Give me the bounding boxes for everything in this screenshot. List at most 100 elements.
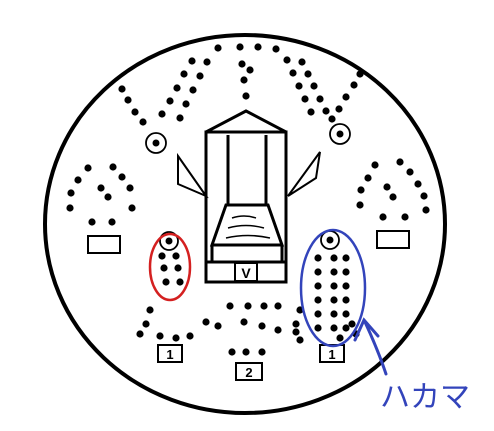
seat-dot bbox=[283, 56, 291, 64]
seat-dot bbox=[176, 114, 184, 122]
seat-dot bbox=[356, 201, 364, 209]
seat-dot bbox=[139, 118, 147, 126]
seat-dot bbox=[342, 282, 350, 290]
seat-dot bbox=[226, 302, 234, 310]
seat-dot bbox=[330, 324, 338, 332]
shrine-body bbox=[204, 130, 288, 284]
center-marker-box bbox=[235, 362, 263, 381]
seat-dot bbox=[274, 326, 282, 334]
seat-dot bbox=[258, 322, 266, 330]
seat-dot bbox=[136, 330, 144, 338]
seat-dot bbox=[109, 163, 117, 171]
seat-dot bbox=[146, 306, 154, 314]
seat-dot bbox=[196, 72, 204, 80]
central-shrine bbox=[204, 109, 288, 284]
seat-dot bbox=[186, 332, 194, 340]
seat-dot bbox=[357, 186, 365, 194]
center-marker-label: 2 bbox=[245, 365, 252, 380]
seat-dot bbox=[420, 192, 428, 200]
seat-dot bbox=[203, 58, 211, 66]
seat-dot bbox=[342, 268, 350, 276]
seat-dot bbox=[246, 66, 254, 74]
seat-dot bbox=[310, 82, 318, 90]
seat-dot bbox=[401, 213, 409, 221]
seat-dot bbox=[74, 176, 82, 184]
seat-dot bbox=[342, 324, 350, 332]
seat-dot bbox=[389, 193, 397, 201]
seat-dot bbox=[260, 302, 268, 310]
seat-dot bbox=[66, 204, 74, 212]
seat-dot bbox=[330, 310, 338, 318]
seat-dot bbox=[314, 310, 322, 318]
seat-dot bbox=[414, 180, 422, 188]
seat-dot bbox=[214, 44, 222, 52]
seat-dot bbox=[342, 296, 350, 304]
right-wing bbox=[287, 151, 321, 197]
seat-dot bbox=[296, 336, 304, 344]
seat-dot bbox=[189, 86, 197, 94]
seat-dot bbox=[118, 173, 126, 181]
seat-dot bbox=[97, 184, 105, 192]
left-marker-label: 1 bbox=[166, 347, 173, 362]
outer-circle bbox=[43, 33, 447, 415]
seat-dot bbox=[348, 320, 356, 328]
seat-dot bbox=[307, 108, 315, 116]
seat-dot bbox=[162, 278, 170, 286]
seat-dot bbox=[330, 254, 338, 262]
seat-dot bbox=[314, 296, 322, 304]
seat-dot bbox=[406, 168, 414, 176]
seat-dot bbox=[364, 174, 372, 182]
seat-dot bbox=[330, 296, 338, 304]
seat-dot bbox=[295, 82, 303, 90]
seat-dot bbox=[258, 348, 266, 356]
seat-dot bbox=[335, 105, 343, 113]
seat-dot bbox=[356, 70, 364, 78]
seat-dot bbox=[228, 348, 236, 356]
seat-dot bbox=[274, 302, 282, 310]
seat-dot bbox=[289, 69, 297, 77]
seat-dot bbox=[292, 328, 300, 336]
seat-dot bbox=[383, 183, 391, 191]
center-box-label: V bbox=[241, 265, 251, 281]
seat-dot bbox=[176, 278, 184, 286]
seat-dot bbox=[236, 43, 244, 51]
ringed-markers bbox=[145, 123, 351, 251]
seat-dot bbox=[214, 322, 222, 330]
seat-dot bbox=[67, 189, 75, 197]
seat-dot bbox=[316, 95, 324, 103]
seat-dot bbox=[314, 282, 322, 290]
seat-dot bbox=[160, 264, 168, 272]
annotation-text: ハカマ bbox=[380, 380, 470, 415]
shrine-roof bbox=[205, 109, 287, 134]
seat-dot bbox=[118, 85, 126, 93]
seat-dot bbox=[180, 70, 188, 78]
seat-dot bbox=[172, 334, 180, 342]
seat-dot bbox=[244, 302, 252, 310]
seat-dot bbox=[328, 115, 336, 123]
seat-dot bbox=[242, 348, 250, 356]
seat-dot bbox=[84, 164, 92, 172]
water-lines bbox=[225, 215, 271, 239]
seat-dot bbox=[314, 268, 322, 276]
seat-dot bbox=[342, 254, 350, 262]
seat-dot bbox=[301, 95, 309, 103]
annotation-arrow bbox=[353, 317, 388, 376]
seat-dot bbox=[131, 108, 139, 116]
seat-dot bbox=[142, 320, 150, 328]
left-wing bbox=[177, 152, 209, 199]
left-marker-box bbox=[157, 344, 183, 363]
seat-dot bbox=[240, 318, 248, 326]
seat-dot bbox=[240, 76, 248, 84]
seat-dot bbox=[156, 332, 164, 340]
seat-dot bbox=[314, 324, 322, 332]
right-marker-label: 1 bbox=[328, 347, 335, 362]
seat-dot bbox=[128, 204, 136, 212]
seat-dot bbox=[371, 161, 379, 169]
center-box bbox=[234, 262, 258, 282]
seat-dot bbox=[254, 43, 262, 51]
right-rectangle bbox=[376, 230, 410, 249]
seat-dot bbox=[298, 58, 306, 66]
seat-dot bbox=[379, 213, 387, 221]
seat-dot bbox=[422, 206, 430, 214]
